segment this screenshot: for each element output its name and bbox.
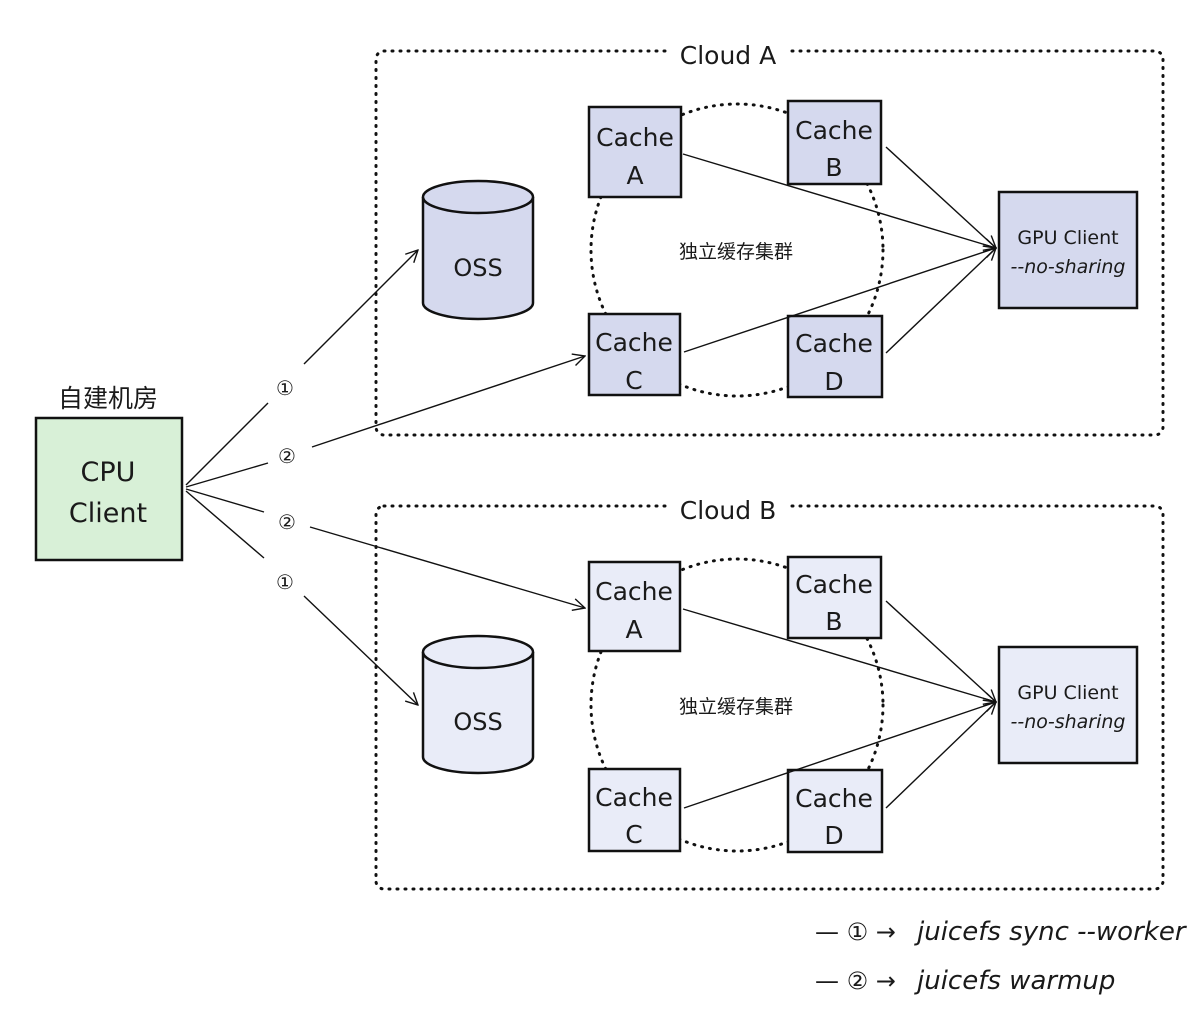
cloud-b-cache-b-box: [786, 555, 883, 640]
cloud-b-gpu-client-label: GPU Client: [1017, 682, 1118, 704]
cloud-b-gpu-client: GPU Client --no-sharing: [997, 645, 1139, 765]
legend-warmup-text: juicefs warmup: [914, 966, 1115, 996]
cloud-b-cache-ring: [589, 557, 885, 853]
cpu-client-line2: Client: [69, 498, 147, 529]
cloud-b-cache-b: Cache B: [786, 555, 883, 640]
cloud-b-title: Cloud B: [680, 496, 777, 525]
cloud-a-cache-a-label: Cache: [596, 123, 674, 152]
arrow-label-warmup-cloud-a: ②: [278, 444, 296, 468]
cloud-a-cluster-label: 独立缓存集群: [679, 241, 793, 263]
cloud-b-arrow-cache-a-gpu: [682, 608, 996, 702]
cloud-a-title-bg: [670, 36, 790, 70]
cloud-b-arrow-cache-c-gpu: [683, 702, 996, 809]
cloud-b-cluster-label: 独立缓存集群: [679, 696, 793, 718]
cloud-a-cache-d: Cache D: [786, 314, 884, 399]
legend-row-warmup: — ② → juicefs warmup: [815, 966, 1115, 996]
cloud-a-arrow-cache-a-gpu: [682, 153, 996, 248]
cloud-a-region: Cloud A 独立缓存集群 OSS Cache A Cache B Cache…: [374, 36, 1165, 437]
legend-sync-symbol: — ① →: [815, 918, 896, 946]
cloud-b-cache-b-label: Cache: [795, 570, 873, 599]
cloud-b-arrow-cache-d-gpu: [885, 702, 996, 809]
legend: — ① → juicefs sync --worker — ② → juicef…: [815, 917, 1188, 996]
cloud-b-title-bg: [670, 491, 790, 525]
cloud-a-gpu-client-box: [997, 190, 1139, 310]
cloud-a-cache-b-box: [786, 99, 883, 186]
cloud-a-cache-d-id: D: [824, 367, 843, 396]
legend-sync-text: juicefs sync --worker: [914, 917, 1188, 947]
legend-row-sync: — ① → juicefs sync --worker: [815, 917, 1188, 947]
cloud-a-cache-c-id: C: [625, 366, 642, 395]
arrow-label-sync-cloud-b: ①: [276, 570, 294, 594]
arrow-sync-cloud-a-seg2: [303, 250, 418, 365]
arrow-sync-cloud-a-seg1: [185, 402, 269, 486]
arrow-warmup-cloud-b-seg1: [185, 488, 265, 513]
cloud-b-oss-cylinder: OSS: [421, 634, 535, 775]
sync-warmup-arrows: ① ② ② ①: [185, 250, 585, 705]
cpu-client-box: [34, 416, 184, 562]
arrow-label-sync-cloud-a: ①: [276, 376, 294, 400]
cloud-b-cache-b-id: B: [825, 607, 842, 636]
cloud-a-title: Cloud A: [680, 41, 776, 70]
cloud-a-cache-a: Cache A: [587, 105, 683, 199]
cloud-b-oss-label: OSS: [453, 708, 502, 736]
cloud-a-cache-c-box: [587, 312, 682, 397]
legend-warmup-symbol: — ② →: [815, 967, 896, 995]
arrow-warmup-cloud-a-seg1: [185, 462, 269, 488]
onprem-region: 自建机房 CPU Client: [34, 384, 184, 562]
cloud-a-cache-b-id: B: [825, 153, 842, 182]
cloud-a-oss-cylinder: OSS: [421, 179, 535, 321]
cloud-b-cache-d-id: D: [824, 821, 843, 850]
cloud-a-oss-label: OSS: [453, 254, 502, 282]
cloud-a-cache-b-label: Cache: [795, 116, 873, 145]
cloud-a-gpu-client-label: GPU Client: [1017, 227, 1118, 249]
cloud-a-arrow-cache-d-gpu: [885, 248, 996, 354]
arrow-label-warmup-cloud-b: ②: [278, 510, 296, 534]
cloud-b-cache-d-label: Cache: [795, 784, 873, 813]
cloud-b-gpu-client-box: [997, 645, 1139, 765]
cloud-b-cache-c-box: [587, 767, 682, 853]
cloud-a-gpu-client-flag: --no-sharing: [1010, 256, 1125, 278]
cloud-a-arrow-cache-b-gpu: [885, 146, 996, 248]
cloud-b-cache-d: Cache D: [786, 768, 884, 854]
arrow-sync-cloud-b-seg1: [185, 490, 265, 559]
cloud-a-cache-d-label: Cache: [795, 329, 873, 358]
cloud-b-cache-a-label: Cache: [595, 577, 673, 606]
cloud-b-oss-body: [421, 652, 535, 775]
cloud-b-gpu-client-flag: --no-sharing: [1010, 711, 1125, 733]
cloud-a-cache-a-id: A: [626, 161, 643, 190]
cloud-a-cache-b: Cache B: [786, 99, 883, 186]
cloud-a-gpu-client: GPU Client --no-sharing: [997, 190, 1139, 310]
cloud-a-oss-body: [421, 197, 535, 321]
cloud-b-cache-c: Cache C: [587, 767, 682, 853]
cloud-b-cache-c-id: C: [625, 820, 642, 849]
cloud-b-oss-top: [421, 634, 535, 670]
cloud-b-region: Cloud B 独立缓存集群 OSS Cache A Cache B Cache…: [374, 491, 1165, 891]
cpu-client-line1: CPU: [81, 457, 136, 488]
arrow-warmup-cloud-a-seg2: [311, 356, 585, 448]
cloud-a-cache-ring: [589, 102, 885, 398]
cloud-a-cache-c: Cache C: [587, 312, 682, 397]
cloud-b-cache-a: Cache A: [587, 560, 682, 653]
cloud-b-arrow-cache-b-gpu: [885, 600, 996, 702]
arrow-sync-cloud-b-seg2: [303, 595, 418, 705]
cloud-b-cache-d-box: [786, 768, 884, 854]
onprem-label: 自建机房: [58, 384, 158, 413]
cloud-a-oss-top: [421, 179, 535, 215]
cloud-b-cache-a-id: A: [625, 615, 642, 644]
cloud-a-cache-a-box: [587, 105, 683, 199]
cloud-a-arrow-cache-c-gpu: [683, 248, 996, 353]
cloud-b-cache-c-label: Cache: [595, 783, 673, 812]
cloud-a-cache-d-box: [786, 314, 884, 399]
cloud-a-cache-c-label: Cache: [595, 328, 673, 357]
cloud-b-cache-a-box: [587, 560, 682, 653]
arrow-warmup-cloud-b-seg2: [309, 526, 585, 608]
